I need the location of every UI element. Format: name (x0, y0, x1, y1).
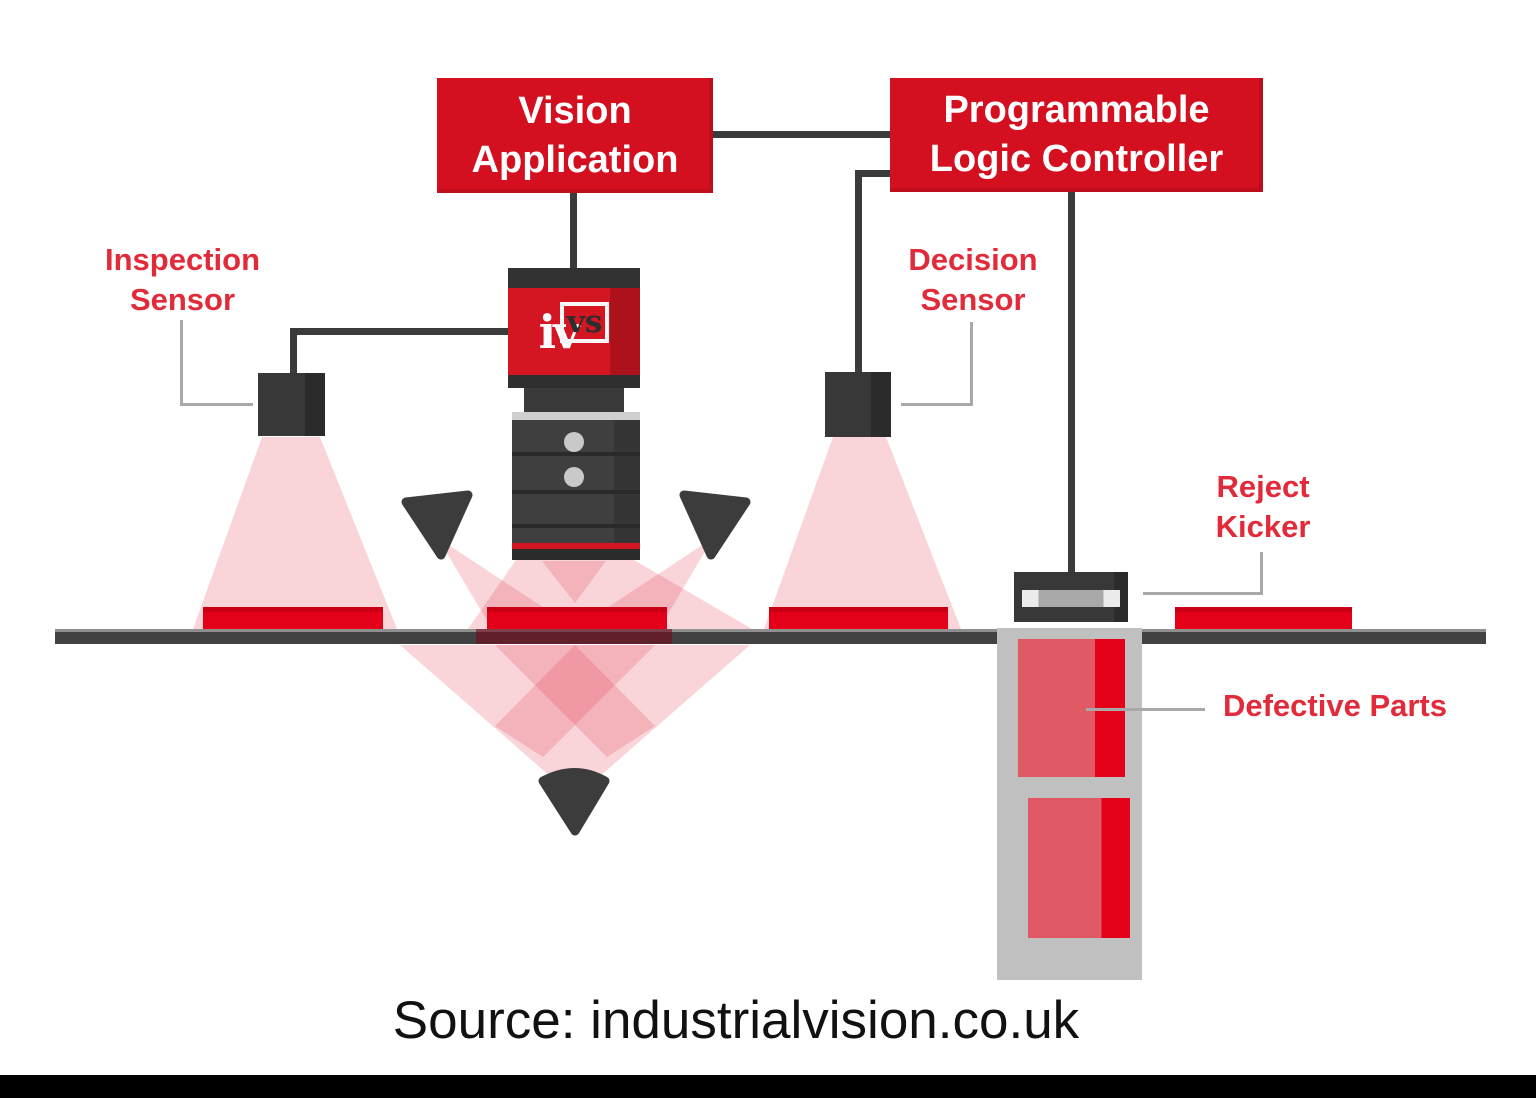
kicker-label-line1: Reject (1216, 469, 1310, 504)
reject-kicker-device (1014, 572, 1128, 622)
lens-barrel-groove (512, 452, 640, 456)
ivs-logo-vs: vs (559, 302, 610, 343)
reject-kicker-slot (1022, 590, 1120, 607)
decision-label-line1: Decision (908, 242, 1038, 277)
right-light-cone-icon (679, 490, 751, 560)
vision-application-box: Vision Application (437, 78, 713, 193)
below-belt-beam-right (495, 645, 655, 757)
bottom-black-bar (0, 1075, 1536, 1098)
right-light-beam (575, 538, 713, 629)
below-belt-beam-left (495, 645, 655, 757)
lens-barrel-foot (512, 549, 640, 560)
lens-barrel-screw (564, 467, 584, 487)
inspection-label-line2: Sensor (129, 282, 236, 317)
conveyor-belt-right (1141, 629, 1486, 644)
left-light-cone-icon (401, 490, 473, 560)
plc-line2: Logic Controller (929, 138, 1224, 180)
kicker-leader-v (1260, 552, 1263, 595)
below-belt-beam-envelope (400, 645, 750, 798)
lens-barrel-groove (512, 524, 640, 528)
part-under-inspection-sensor (203, 607, 383, 629)
lens-barrel-red-stripe (512, 543, 640, 549)
vision-application-line2: Application (471, 138, 679, 181)
lens-barrel-screw (564, 432, 584, 452)
decision-leader-v (970, 322, 973, 406)
defective-part-2 (1028, 798, 1130, 938)
belt-beam-tint (476, 629, 672, 644)
inspection-leader-v (180, 320, 183, 406)
camera-top-cap (508, 268, 640, 288)
camera-silver-ring (512, 412, 640, 420)
plc-line1: Programmable (943, 89, 1210, 131)
kicker-leader-h (1143, 592, 1263, 595)
connector-plc-to-decision-h (855, 170, 895, 177)
connector-plc-to-decision-v (855, 170, 862, 373)
decision-label-line2: Sensor (920, 282, 1026, 317)
inspection-leader-h (180, 403, 253, 406)
connector-vision-to-camera (570, 192, 577, 271)
vision-application-line1: Vision (518, 89, 632, 132)
connector-vision-to-plc (713, 131, 890, 138)
source-caption: Source: industrialvision.co.uk (392, 991, 1080, 1050)
part-under-decision-sensor (769, 607, 948, 629)
connector-plc-to-kicker (1068, 192, 1075, 573)
camera-lens-beam (542, 561, 606, 603)
bottom-light-cone-icon (538, 768, 610, 836)
lens-barrel-groove (512, 490, 640, 494)
reject-chute (997, 628, 1142, 980)
camera-lens-barrel (512, 420, 640, 560)
defective-parts-label: Defective Parts (1222, 688, 1447, 723)
decision-sensor-device (825, 372, 891, 437)
inspection-label-line1: Inspection (104, 242, 260, 277)
camera-body: iv vs (508, 288, 640, 375)
inspection-sensor-device (258, 373, 325, 436)
reject-kicker-label: Reject Kicker (1203, 467, 1323, 547)
part-under-camera (487, 607, 667, 629)
defective-leader-h (1086, 708, 1205, 711)
inspection-sensor-label: Inspection Sensor (90, 240, 275, 320)
ivs-logo-iv: iv (538, 304, 580, 359)
connector-inspection-to-camera-h (290, 328, 508, 335)
left-light-beam (438, 538, 576, 629)
part-after-reject-kicker (1175, 607, 1352, 629)
decision-sensor-label: Decision Sensor (893, 240, 1053, 320)
kicker-label-line2: Kicker (1215, 509, 1311, 544)
decision-light-cone (764, 437, 961, 629)
connector-inspection-to-camera-v (290, 328, 297, 374)
decision-leader-h (901, 403, 973, 406)
inspection-light-cone (193, 437, 397, 629)
camera-mount-neck (524, 388, 624, 412)
plc-box: Programmable Logic Controller (890, 78, 1263, 192)
camera-lower-band (508, 375, 640, 388)
